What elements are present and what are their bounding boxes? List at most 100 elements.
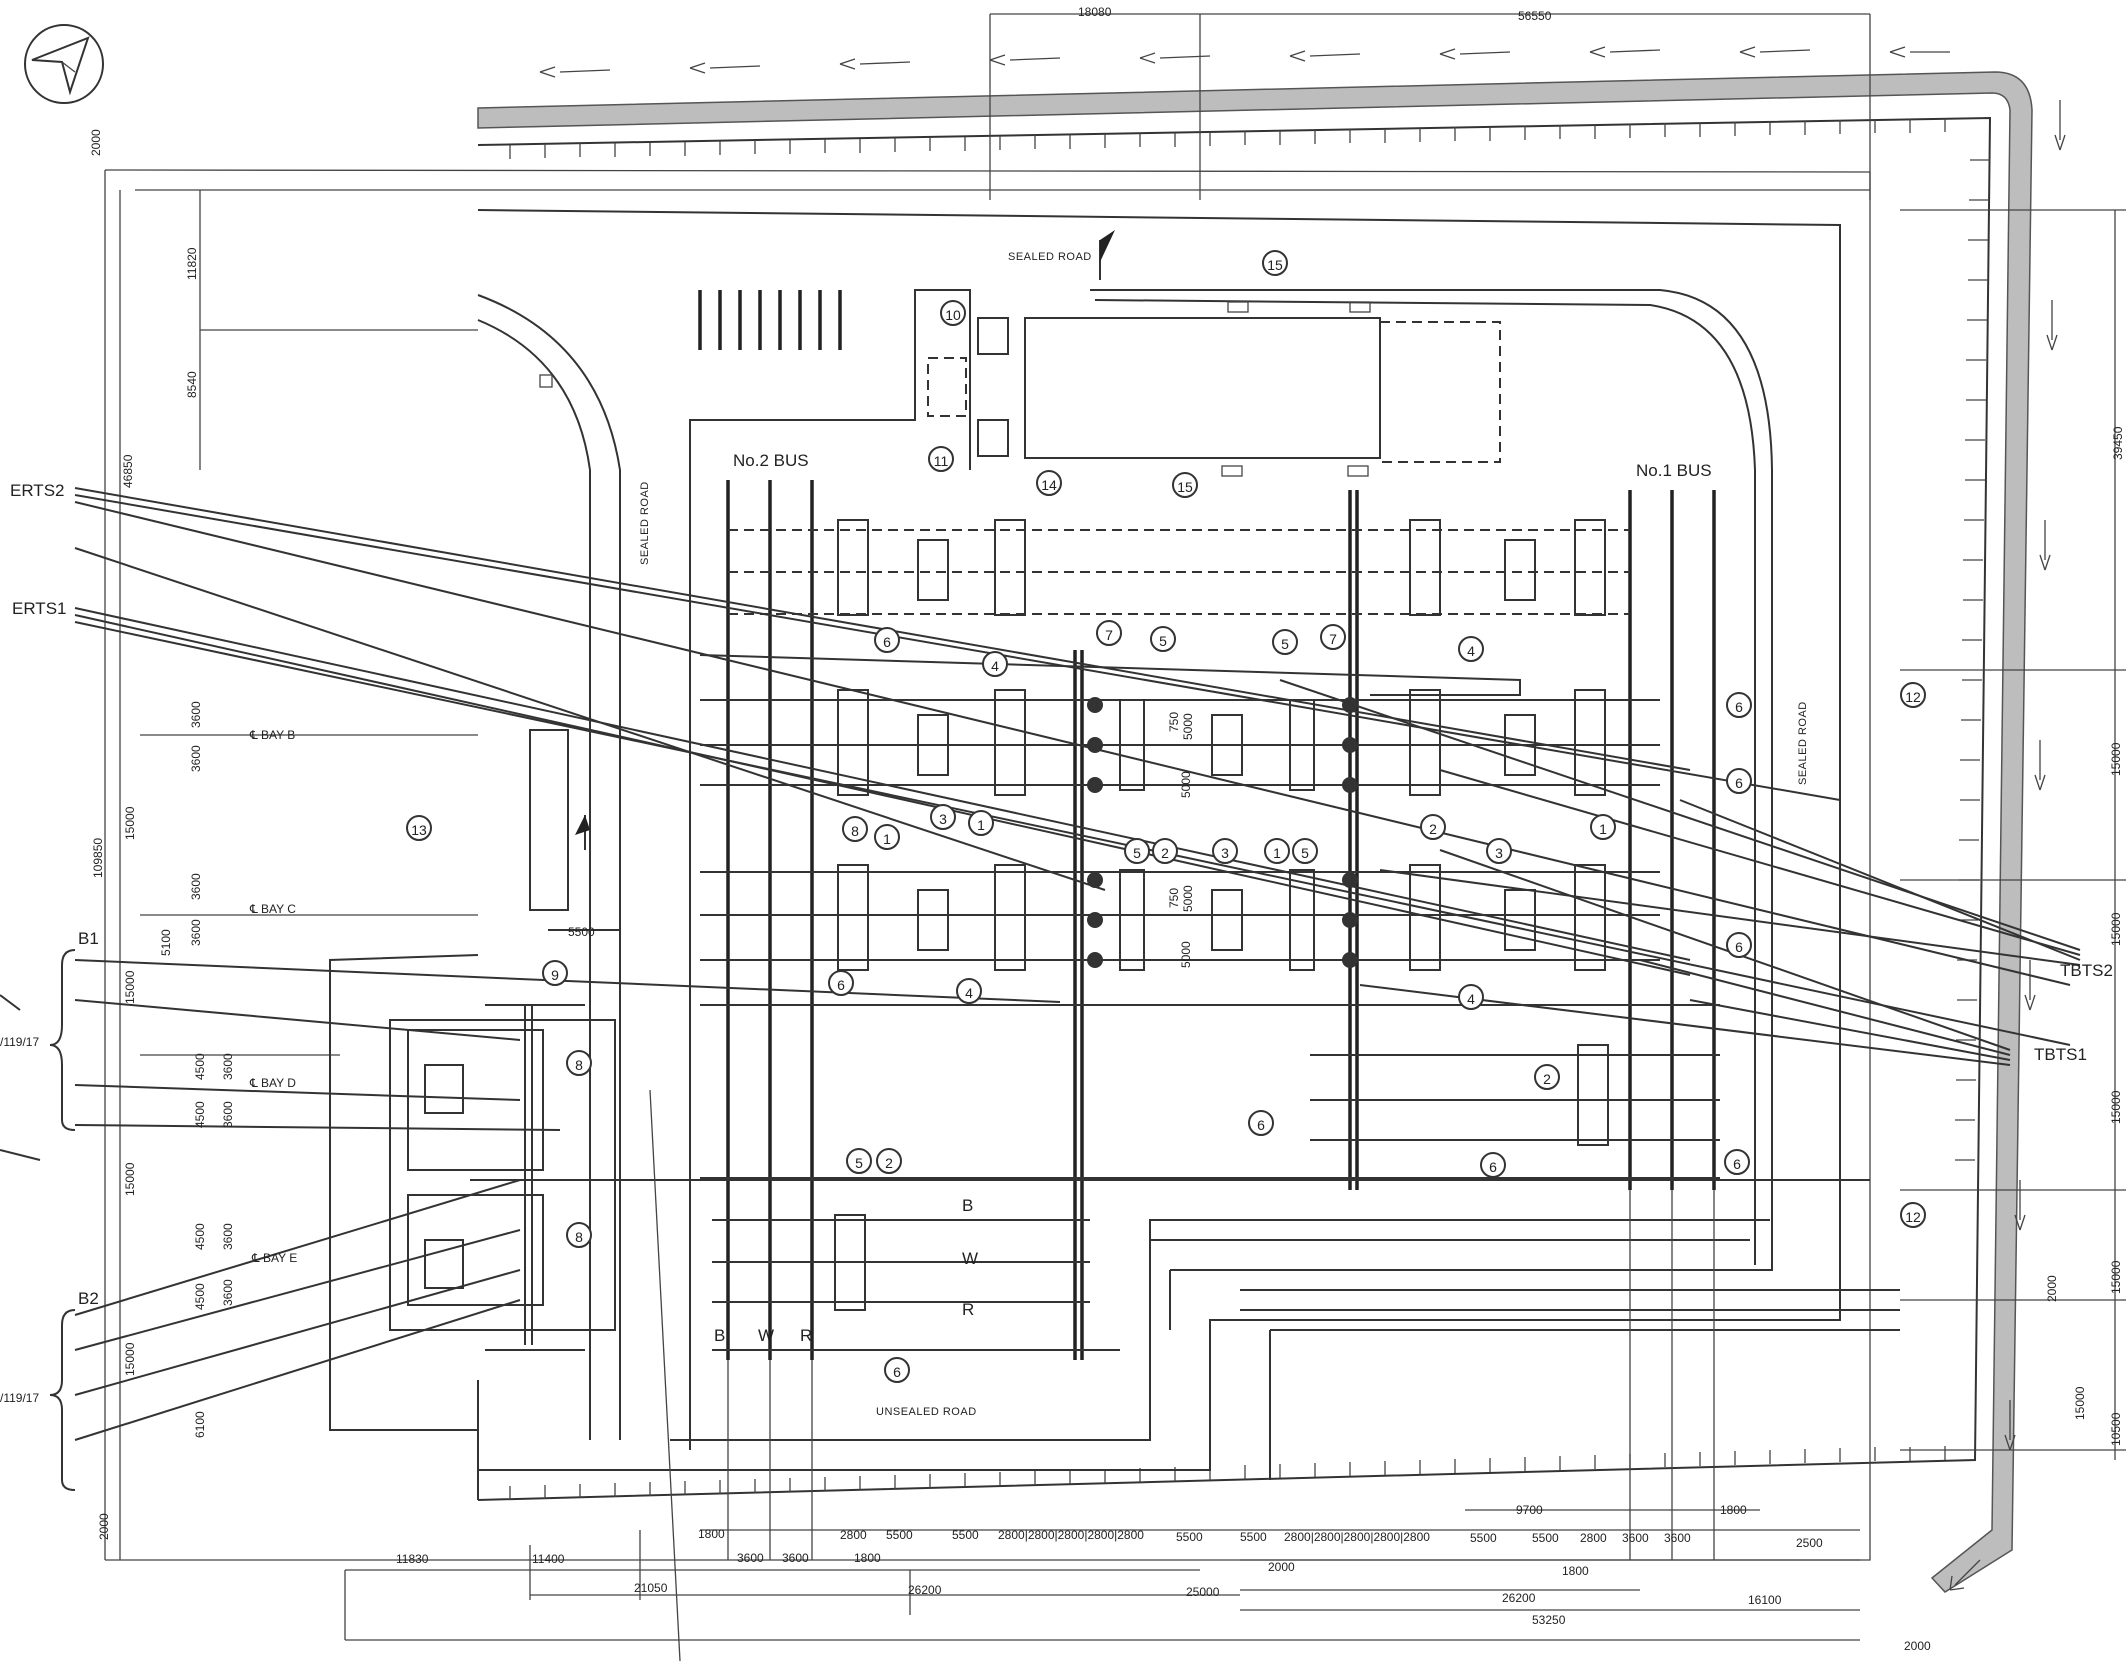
no2-bus-label: No.2 BUS <box>733 451 809 470</box>
callout-5-c: 5 <box>1124 838 1150 864</box>
dim-left-15000-b: 15000 <box>123 970 137 1004</box>
dim-bot-3600-a: 3600 <box>1622 1531 1649 1545</box>
dim-bot-26200-a: 26200 <box>908 1583 942 1597</box>
phase-b2-label: B <box>714 1326 726 1345</box>
dim-bot-11400: 11400 <box>532 1552 565 1566</box>
phase-r-label: R <box>962 1300 975 1319</box>
callout-8-b: 8 <box>566 1050 592 1076</box>
dim-right-10500: 10500 <box>2109 1412 2123 1446</box>
switchgear-equipment <box>834 519 1609 1311</box>
no1-bus-label: No.1 BUS <box>1636 461 1712 480</box>
callout-4-b: 4 <box>1458 636 1484 662</box>
dim-bot-5500-a: 5500 <box>886 1528 913 1542</box>
dim-bot-1800-b: 1800 <box>854 1551 881 1565</box>
callout-5-a: 5 <box>1150 626 1176 652</box>
dim-bot-3600-b: 3600 <box>1664 1531 1691 1545</box>
b2-label: B2 <box>78 1289 99 1308</box>
phase-w2-label: W <box>758 1326 775 1345</box>
dim-bot-5500-e: 5500 <box>1470 1531 1497 1545</box>
bus-conductors <box>726 480 1716 1360</box>
dim-bot-26200-b: 26200 <box>1502 1591 1536 1605</box>
dim-bay-3600-g: 3600 <box>221 1223 235 1250</box>
bay-d-label: ℄ BAY D <box>250 1076 296 1090</box>
dim-right-15000-c: 15000 <box>2109 1090 2123 1124</box>
callout-1-c: 1 <box>1264 838 1290 864</box>
bus-support-nodes <box>1087 697 1358 968</box>
callout-7-b: 7 <box>1320 624 1346 650</box>
dim-bot-25000: 25000 <box>1186 1585 1220 1599</box>
callout-4-d: 4 <box>1458 984 1484 1010</box>
bay-b-label: ℄ BAY B <box>250 728 296 742</box>
dim-bay-3600-f: 3600 <box>221 1101 235 1128</box>
dim-left-6100: 6100 <box>193 1411 207 1438</box>
callout-15-bottom: 15 <box>1172 472 1198 498</box>
sealed-road-left-label: SEALED ROAD <box>639 481 651 565</box>
tbts2-label: TBTS2 <box>2060 961 2113 980</box>
dim-bot-2800: 2800 <box>840 1528 867 1542</box>
dim-right-15000-e: 15000 <box>2073 1386 2087 1420</box>
callout-6-e: 6 <box>1726 932 1752 958</box>
dim-bot-2800s-right: 2800|2800|2800|2800|2800 <box>1284 1530 1430 1544</box>
dim-left-15000-d: 15000 <box>123 1342 137 1376</box>
sealed-road-right-label: SEALED ROAD <box>1797 701 1809 785</box>
dim-bot-5500-f: 5500 <box>1532 1531 1559 1545</box>
dim-bay-3600-e: 3600 <box>221 1053 235 1080</box>
transmission-lines <box>74 487 2081 1441</box>
callout-4-a: 4 <box>982 651 1008 677</box>
sealed-road-top-label: SEALED ROAD <box>1008 251 1092 263</box>
dim-bot-16100: 16100 <box>1748 1593 1782 1607</box>
callout-6-i: 6 <box>884 1357 910 1383</box>
callout-8-c: 8 <box>566 1222 592 1248</box>
callout-12-a: 12 <box>1900 682 1926 708</box>
dim-left-2000-bot: 2000 <box>97 1513 111 1540</box>
dim-750-b: 750 <box>1167 887 1181 908</box>
dim-left-15000-c: 15000 <box>123 1162 137 1196</box>
dim-bay-3600-h: 3600 <box>221 1279 235 1306</box>
dim-bot-5500-d: 5500 <box>1240 1530 1267 1544</box>
dimension-lines-bottom <box>344 1089 1860 1661</box>
drainage-arrows <box>539 46 2066 1591</box>
road-outlines <box>329 209 1900 1500</box>
bay-e-label: ℄ BAY E <box>252 1251 298 1265</box>
dim-right-2000: 2000 <box>2045 1275 2059 1302</box>
line-bay-structures <box>389 729 621 1351</box>
dim-right-15000-a: 15000 <box>2109 742 2123 776</box>
bay-c-label: ℄ BAY C <box>250 902 296 916</box>
callout-2-b: 2 <box>1420 814 1446 840</box>
dim-bot-53250: 53250 <box>1532 1613 1566 1627</box>
callout-8-a: 8 <box>842 816 868 842</box>
callout-6-d: 6 <box>828 970 854 996</box>
callout-5-b: 5 <box>1272 629 1298 655</box>
callout-5-d: 5 <box>1292 838 1318 864</box>
fence-ticks <box>509 118 1990 1500</box>
phase-r2-label: R <box>800 1326 813 1345</box>
dim-bot-21050: 21050 <box>634 1581 668 1595</box>
callout-3-c: 3 <box>1486 838 1512 864</box>
north-arrow-icon <box>24 24 104 104</box>
erts2-label: ERTS2 <box>10 481 65 500</box>
dim-bay-3600-a: 3600 <box>189 701 203 728</box>
dim-left-8540: 8540 <box>185 371 199 398</box>
callout-1-d: 1 <box>1590 814 1616 840</box>
callout-6-g: 6 <box>1480 1152 1506 1178</box>
dim-bay-3600-b: 3600 <box>189 745 203 772</box>
dim-5000-b: 5000 <box>1179 771 1193 798</box>
dim-bot-3600-d: 3600 <box>782 1551 809 1565</box>
callout-15-top: 15 <box>1262 250 1288 276</box>
dim-bot-2800s-left: 2800|2800|2800|2800|2800 <box>998 1528 1144 1542</box>
dim-bot-2800-r: 2800 <box>1580 1531 1607 1545</box>
callout-13: 13 <box>406 815 432 841</box>
flag-icon <box>575 230 1115 850</box>
phase-b-label: B <box>962 1196 974 1215</box>
dim-5000-d: 5000 <box>1179 941 1193 968</box>
dim-left-2000-top: 2000 <box>89 129 103 156</box>
dim-bay-4500-d: 4500 <box>193 1283 207 1310</box>
callout-3-a: 3 <box>930 804 956 830</box>
dim-right-15000-d: 15000 <box>2109 1260 2123 1294</box>
callout-2-c: 2 <box>1534 1064 1560 1090</box>
callout-1-b: 1 <box>968 810 994 836</box>
line-119-label-b: /119/17 <box>0 1391 40 1405</box>
callout-2-d: 2 <box>876 1148 902 1174</box>
bay-conductors <box>699 654 1720 1351</box>
